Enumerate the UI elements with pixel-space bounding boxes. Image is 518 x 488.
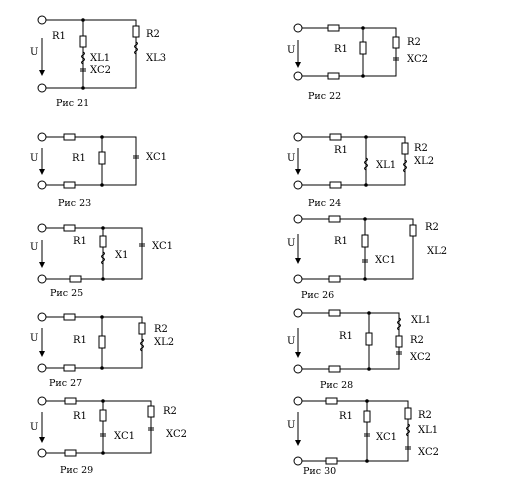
label-xl1: XL1 [376, 160, 396, 171]
label-xl1: XL1 [418, 425, 438, 436]
figure-caption: Рис 24 [308, 198, 341, 209]
source-label: U [30, 153, 38, 164]
label-xl2: XL2 [414, 156, 434, 167]
label-r1: R1 [73, 236, 87, 247]
label-r2: R2 [414, 143, 428, 154]
label-xl3: XL3 [146, 53, 166, 64]
figure-28: U R1 XL1 R2 XC2 Рис 28 [287, 308, 431, 391]
figure-26: U R1 XC1 R2 XL2 Рис 26 [287, 214, 447, 301]
label-r1: R1 [73, 411, 87, 422]
label-xc2: XC2 [418, 447, 439, 458]
source-label: U [287, 238, 295, 249]
label-xc2: XC2 [407, 54, 428, 65]
label-r1: R1 [52, 31, 66, 42]
figure-30: U R1 XC1 R2 XL1 XC2 Рис 30 [287, 396, 439, 477]
figure-caption: Рис 22 [308, 91, 341, 102]
label-xc2: XC2 [90, 65, 111, 76]
label-r1: R1 [334, 44, 348, 55]
label-xc1: XC1 [152, 241, 173, 252]
figure-21: U R1 XL1 XC2 R2 XL3 Рис 21 [30, 15, 166, 109]
label-xc2: XC2 [410, 352, 431, 363]
label-r2: R2 [410, 335, 424, 346]
label-r2: R2 [407, 37, 421, 48]
figure-22: U R1 R2 XC2 Рис 22 [287, 23, 428, 102]
source-label: U [287, 336, 295, 347]
figure-caption: Рис 28 [320, 380, 353, 391]
label-xc2: XC2 [166, 429, 187, 440]
label-xc1: XC1 [376, 432, 397, 443]
source-label: U [30, 333, 38, 344]
label-xl1: XL1 [90, 53, 110, 64]
figure-caption: Рис 30 [303, 466, 336, 477]
label-xl2: XL2 [427, 246, 447, 257]
label-r1: R1 [339, 331, 353, 342]
label-xl1: XL1 [411, 315, 431, 326]
label-xc1: XC1 [375, 255, 396, 266]
source-label: U [30, 422, 38, 433]
source-label: U [287, 45, 295, 56]
figure-29: U R1 XC1 R2 XC2 Рис 29 [30, 396, 187, 476]
figure-caption: Рис 23 [58, 198, 91, 209]
label-x1: X1 [115, 250, 128, 261]
figure-24: U R1 XL1 R2 XL2 Рис 24 [287, 132, 434, 209]
label-r2: R2 [418, 410, 432, 421]
source-label: U [30, 242, 38, 253]
label-r1: R1 [72, 153, 86, 164]
figure-caption: Рис 29 [60, 465, 93, 476]
figure-27: U R1 R2 XL2 Рис 27 [30, 312, 174, 389]
figure-23: U R1 XC1 Рис 23 [30, 132, 167, 209]
label-r2: R2 [163, 406, 177, 417]
label-r2: R2 [154, 324, 168, 335]
source-label: U [30, 47, 38, 58]
figure-caption: Рис 25 [50, 288, 83, 299]
source-label: U [287, 153, 295, 164]
source-label: U [287, 420, 295, 431]
label-xc1: XC1 [146, 152, 167, 163]
label-xc1: XC1 [114, 431, 135, 442]
figure-caption: Рис 27 [49, 378, 82, 389]
label-r2: R2 [425, 222, 439, 233]
label-r1: R1 [334, 145, 348, 156]
label-xl2: XL2 [154, 337, 174, 348]
label-r2: R2 [146, 29, 160, 40]
figure-caption: Рис 21 [56, 98, 89, 109]
figure-25: U R1 X1 XC1 Рис 25 [30, 223, 173, 299]
figure-caption: Рис 26 [301, 290, 334, 301]
label-r1: R1 [339, 411, 353, 422]
label-r1: R1 [73, 335, 87, 346]
label-r1: R1 [334, 236, 348, 247]
